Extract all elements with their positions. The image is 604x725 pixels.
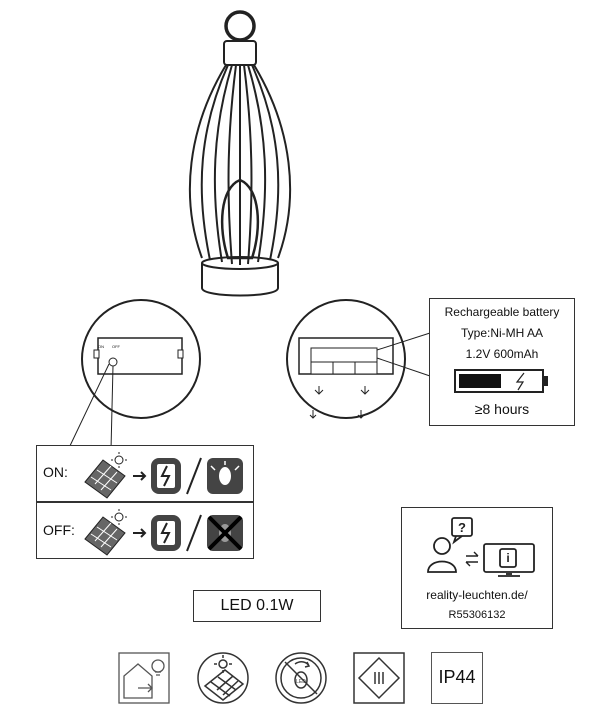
switch-closeup <box>67 298 202 451</box>
solar-panel-icon <box>84 459 126 499</box>
sun-icon <box>111 509 127 525</box>
lamp-product-icon <box>189 10 291 297</box>
info-url[interactable]: reality-leuchten.de/ <box>426 588 528 602</box>
sun-icon <box>214 655 232 673</box>
battery-info-box: Rechargeable battery Type:Ni-MH AA 1.2V … <box>429 298 575 426</box>
person-question-icon <box>427 517 473 573</box>
svg-text:LED: LED <box>296 679 306 685</box>
battery-spec: 1.2V 600mAh <box>465 347 539 361</box>
ip-rating-badge: IP44 <box>431 652 483 704</box>
battery-charging-icon <box>151 515 181 551</box>
switch-off-label: OFF <box>112 344 120 349</box>
info-monitor-icon <box>483 543 535 577</box>
no-led-replace-icon: LED <box>275 652 327 704</box>
svg-text:i: i <box>506 551 509 565</box>
svg-text:?: ? <box>458 520 466 535</box>
unlit-led-icon <box>207 515 243 551</box>
class-iii-icon <box>353 652 405 704</box>
battery-type: Type:Ni-MH AA <box>460 326 544 340</box>
info-box: i ? reality-leuchten.de/ R55306132 <box>401 507 553 629</box>
lamp-illustration <box>180 8 310 308</box>
off-mode-label: OFF: <box>43 522 75 538</box>
on-mode-label: ON: <box>43 464 68 480</box>
indoor-outdoor-icon <box>118 652 170 704</box>
led-power-box: LED 0.1W <box>193 590 321 622</box>
ip-rating-label: IP44 <box>438 667 476 687</box>
led-power-label: LED 0.1W <box>220 597 294 614</box>
on-mode-box: ON: <box>36 445 254 502</box>
solar-panel-icon <box>197 652 249 704</box>
switch-on-label: ON <box>98 344 104 349</box>
off-mode-box: OFF: <box>36 502 254 559</box>
lit-led-icon <box>207 458 243 494</box>
solar-panel-icon <box>84 516 126 556</box>
battery-title: Rechargeable battery <box>444 305 560 319</box>
sun-icon <box>111 452 127 468</box>
battery-compartment-closeup <box>285 298 431 420</box>
battery-runtime: ≥8 hours <box>474 401 530 417</box>
battery-charging-icon <box>454 369 550 393</box>
info-code: R55306132 <box>448 609 506 621</box>
battery-charging-icon <box>151 458 181 494</box>
